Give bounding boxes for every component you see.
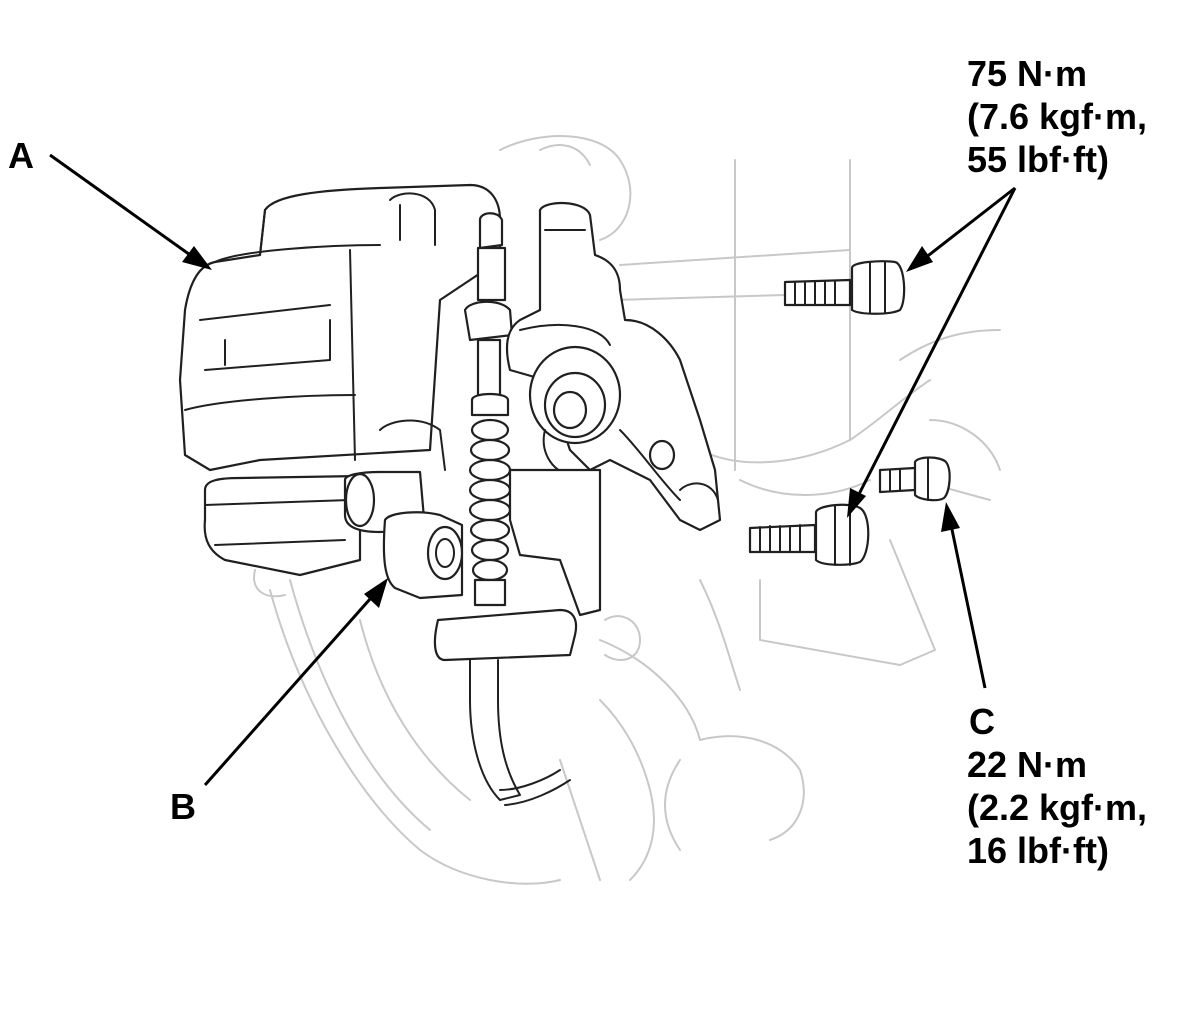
upper-bracket-bolt (783, 260, 906, 315)
callout-c-label: C (969, 701, 995, 742)
upper-torque-lbfft: 55 lbf·ft) (967, 139, 1109, 180)
background-knuckle-outline (499, 135, 1001, 881)
lower-torque-spec: 22 N·m (2.2 kgf·m, 16 lbf·ft) (967, 743, 1147, 872)
caliper-body (178, 183, 502, 472)
leader-arrows (49, 153, 1017, 786)
callout-b-label: B (170, 786, 196, 827)
brake-hose (433, 212, 578, 806)
caliper-bracket-upper (505, 201, 722, 617)
lower-torque-kgfm: (2.2 kgf·m, (967, 787, 1148, 828)
arrow-b (203, 589, 380, 786)
arrow-c (948, 519, 987, 689)
arrowhead-a (182, 246, 212, 270)
arrow-lower-bolt (853, 187, 1017, 503)
small-bolt-c (878, 456, 951, 502)
lower-torque-lbfft: 16 lbf·ft) (967, 830, 1109, 871)
arrowhead-upper-bolt (906, 246, 933, 272)
arrowhead-b (364, 578, 388, 608)
lower-bracket-bolt (748, 503, 870, 566)
arrowhead-lower-bolt (847, 488, 866, 518)
arrow-upper-bolt (919, 186, 1016, 264)
upper-torque-spec: 75 N·m (7.6 kgf·m, 55 lbf·ft) (967, 52, 1147, 181)
caliper-bracket (203, 419, 464, 600)
callout-a-label: A (8, 135, 34, 176)
upper-torque-kgfm: (7.6 kgf·m, (967, 96, 1148, 137)
upper-torque-nm: 75 N·m (967, 53, 1088, 94)
lower-torque-nm: 22 N·m (967, 744, 1088, 785)
arrow-a (49, 153, 201, 264)
arrowhead-c (941, 502, 960, 532)
